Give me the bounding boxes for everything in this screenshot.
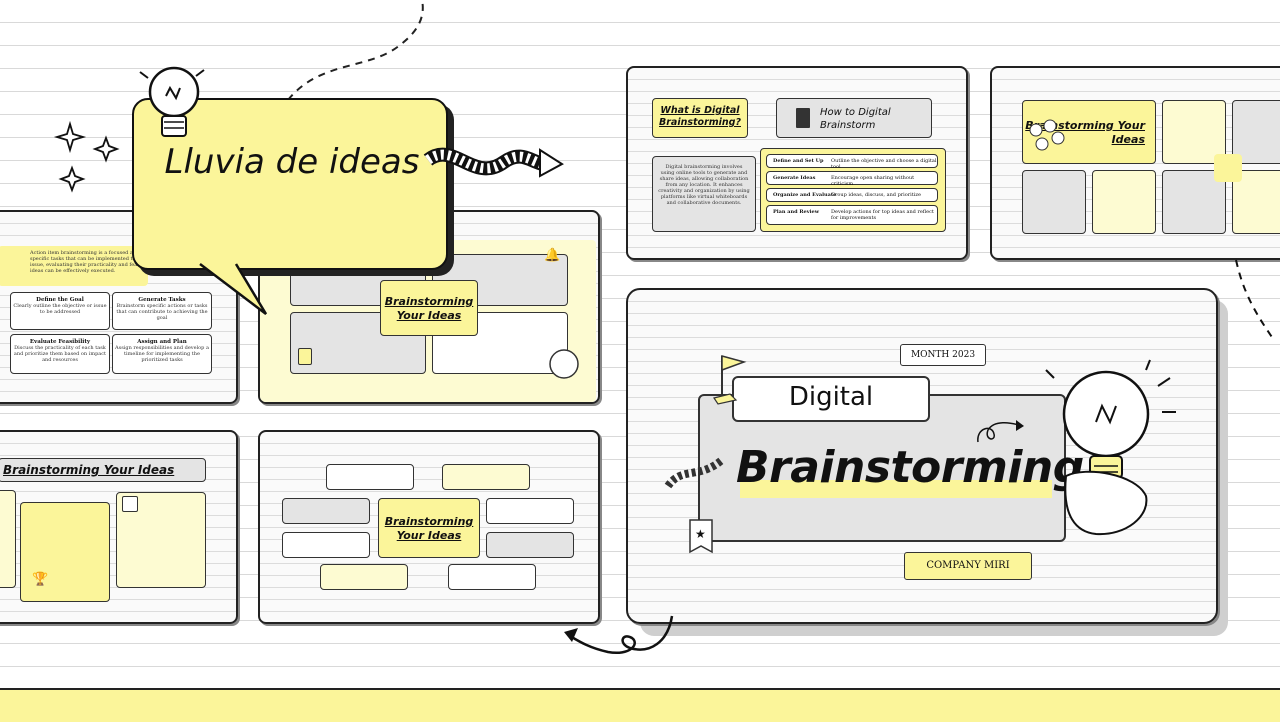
action-cell-1: Define the Goal Clearly outline the obje… xyxy=(10,292,110,330)
idea-box xyxy=(1232,100,1280,164)
dashed-curve-right xyxy=(1235,259,1275,341)
step-desc: Develop actions for top ideas and reflec… xyxy=(831,209,934,221)
cell-desc: Brainstorm specific actions or tasks tha… xyxy=(116,303,208,321)
slide-how-to[interactable]: What is Digital Brainstorming? How to Di… xyxy=(626,66,968,260)
how-to-title: How to Digital Brainstorm xyxy=(820,107,891,131)
ribbon-arrow-icon xyxy=(423,147,564,178)
company-text: COMPANY MIRI xyxy=(926,560,1010,571)
step-row: Define and Set Up Outline the objective … xyxy=(766,154,938,170)
curly-arrow-icon xyxy=(977,420,1024,443)
title-highlight xyxy=(740,480,1052,498)
hero-bubble: Lluvia de ideas xyxy=(132,98,448,270)
step-name: Organize and Evaluate xyxy=(773,192,837,198)
ideas-title-bar: Brainstorming Your Ideas xyxy=(0,458,206,482)
your-ideas-label: Brainstorming Your Ideas xyxy=(1022,100,1156,164)
idea-box xyxy=(442,464,530,490)
idea-box xyxy=(282,532,370,558)
step-row: Plan and Review Develop actions for top … xyxy=(766,205,938,225)
idea-box xyxy=(1092,170,1156,234)
step-desc: Encourage open sharing without criticism xyxy=(831,175,915,187)
emoji-faces-icon xyxy=(1029,119,1065,151)
bell-icon: 🔔 xyxy=(544,248,561,263)
cell-title: Define the Goal xyxy=(36,297,84,303)
title-big: Brainstorming xyxy=(736,442,1084,493)
idea-box xyxy=(320,564,408,590)
your-ideas-text: Brainstorming Your Ideas xyxy=(384,515,474,542)
month-text: MONTH 2023 xyxy=(910,350,976,360)
flag-icon xyxy=(713,355,747,405)
slide-your-ideas-bottom-center[interactable]: Brainstorming Your Ideas xyxy=(258,430,600,624)
action-cell-3: Evaluate Feasibility Discuss the practic… xyxy=(10,334,110,374)
idea-box xyxy=(326,464,414,490)
idea-box xyxy=(1232,170,1280,234)
step-desc: Group ideas, discuss, and prioritize xyxy=(831,192,921,198)
steps-list: Define and Set Up Outline the objective … xyxy=(766,154,940,225)
cell-title: Assign and Plan xyxy=(137,339,187,345)
speech-bubble-icon xyxy=(549,349,579,379)
month-badge: MONTH 2023 xyxy=(900,344,986,366)
hero-title: Lluvia de ideas xyxy=(164,142,420,182)
bottom-yellow-band xyxy=(0,688,1280,722)
idea-box xyxy=(1022,170,1086,234)
slide-main-title[interactable]: MONTH 2023 Digital Brainstorming COMPANY… xyxy=(626,288,1218,624)
step-name: Plan and Review xyxy=(773,209,820,215)
step-row: Generate Ideas Encourage open sharing wi… xyxy=(766,171,938,187)
your-ideas-text: Brainstorming Your Ideas xyxy=(384,295,474,322)
hero-bubble-tail xyxy=(199,263,268,315)
sticky-square xyxy=(1214,154,1242,182)
dashed-curve-top xyxy=(287,0,424,101)
ideas-title: Brainstorming Your Ideas xyxy=(3,463,175,477)
question-text: What is Digital Brainstorming? xyxy=(659,105,741,128)
idea-box xyxy=(0,490,16,588)
description-box xyxy=(652,156,756,232)
company-badge: COMPANY MIRI xyxy=(904,552,1032,580)
description-text: Digital brainstorming involves using onl… xyxy=(658,164,750,206)
idea-box xyxy=(1162,100,1226,164)
slide-your-ideas-bottom-left[interactable]: Brainstorming Your Ideas 🏆 xyxy=(0,430,238,624)
question-bubble: What is Digital Brainstorming? xyxy=(652,98,748,138)
trophy-icon: 🏆 xyxy=(32,572,49,587)
star-bookmark-icon: ★ xyxy=(689,519,713,554)
idea-box xyxy=(448,564,536,590)
intro-highlight xyxy=(0,246,148,286)
your-ideas-label: Brainstorming Your Ideas xyxy=(378,498,480,558)
cell-title: Evaluate Feasibility xyxy=(29,339,91,345)
clipboard-icon xyxy=(298,348,312,365)
title-small: Digital xyxy=(788,382,874,412)
cell-desc: Clearly outline the objective or issue t… xyxy=(13,303,107,315)
step-name: Define and Set Up xyxy=(773,158,824,164)
action-cell-4: Assign and Plan Assign responsibilities … xyxy=(112,334,212,374)
action-intro-text: Action item brainstorming is a focused a… xyxy=(30,250,191,274)
book-icon xyxy=(796,108,810,128)
curly-arrow-bottom xyxy=(564,615,674,655)
notepad-icon xyxy=(122,496,138,512)
ribbon-icon xyxy=(664,456,725,489)
lightbulb-hand-icon xyxy=(1045,359,1176,536)
idea-box xyxy=(282,498,370,524)
lightbulb-icon xyxy=(139,66,205,137)
step-desc: Outline the objective and choose a digit… xyxy=(831,158,937,170)
idea-box xyxy=(20,502,110,602)
title-small-box xyxy=(732,376,930,422)
action-cell-2: Generate Tasks Brainstorm specific actio… xyxy=(112,292,212,330)
idea-box xyxy=(486,532,574,558)
slide-your-ideas-top-right[interactable]: Brainstorming Your Ideas xyxy=(990,66,1280,260)
cell-desc: Assign responsibilities and develop a ti… xyxy=(115,345,209,363)
step-row: Organize and Evaluate Group ideas, discu… xyxy=(766,188,938,202)
sparkle-icon xyxy=(53,120,120,193)
idea-box xyxy=(486,498,574,524)
your-ideas-label: Brainstorming Your Ideas xyxy=(380,280,478,336)
svg-text:★: ★ xyxy=(695,527,706,541)
cell-desc: Discuss the practicality of each task an… xyxy=(13,345,107,363)
step-name: Generate Ideas xyxy=(773,175,816,181)
cell-title: Generate Tasks xyxy=(138,297,186,303)
